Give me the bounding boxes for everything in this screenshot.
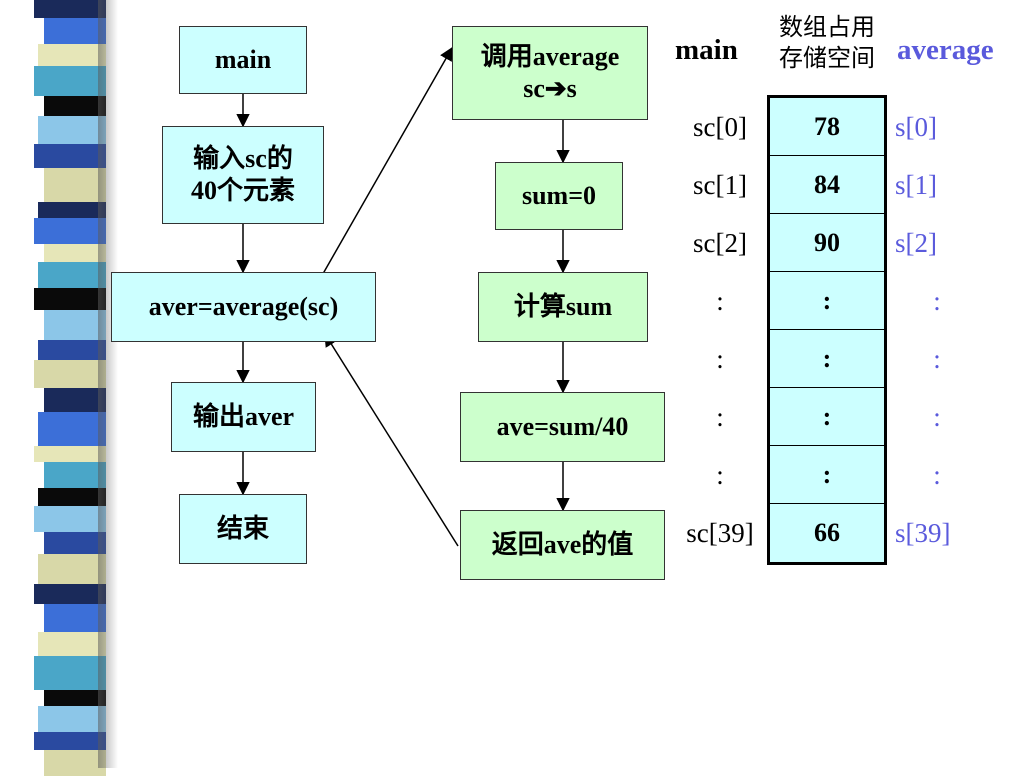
- decorative-stripe: [44, 18, 106, 44]
- decorative-stripe-border: [0, 0, 118, 776]
- decorative-stripe: [38, 44, 106, 66]
- decorative-stripe: [34, 0, 106, 18]
- memory-main-header: main: [675, 34, 738, 66]
- end-box: 结束: [179, 494, 307, 564]
- memory-row-label-main: sc[2]: [693, 227, 747, 258]
- compute-sum-box: 计算sum: [478, 272, 648, 342]
- memory-row-label-average: :: [933, 343, 941, 374]
- memory-row-label-average: s[39]: [895, 517, 951, 548]
- memory-row-label-main: :: [716, 343, 724, 374]
- memory-row-label-average: s[1]: [895, 169, 937, 200]
- decorative-stripe: [44, 750, 106, 776]
- memory-cell-value: :: [770, 446, 884, 504]
- decorative-stripe: [44, 388, 106, 412]
- decorative-stripe: [34, 360, 106, 388]
- decorative-stripe: [34, 732, 106, 750]
- call-average-box: aver=average(sc): [111, 272, 376, 342]
- memory-row-label-main: sc[39]: [686, 517, 754, 548]
- decorative-stripe: [38, 340, 106, 360]
- output-aver-box: 输出aver: [171, 382, 316, 452]
- memory-row-label-average: s[0]: [895, 111, 937, 142]
- decorative-stripe: [34, 288, 106, 310]
- memory-cell-value: 90: [770, 214, 884, 272]
- main-start-box: main: [179, 26, 307, 94]
- decorative-stripe: [38, 262, 106, 288]
- decorative-stripe: [38, 554, 106, 584]
- decorative-stripe: [34, 446, 106, 462]
- decorative-stripe: [44, 168, 106, 202]
- memory-cell-value: 84: [770, 156, 884, 214]
- memory-row-label-average: s[2]: [895, 227, 937, 258]
- arrow-call-to-invoke: [315, 46, 453, 287]
- decorative-stripe: [38, 632, 106, 656]
- decorative-stripe: [38, 706, 106, 732]
- memory-row-label-average: :: [933, 401, 941, 432]
- memory-row-label-average: :: [933, 459, 941, 490]
- memory-cell-value: :: [770, 330, 884, 388]
- decorative-stripe: [38, 202, 106, 218]
- decorative-stripe: [38, 116, 106, 144]
- memory-row-label-main: :: [716, 459, 724, 490]
- decorative-stripe: [44, 690, 106, 706]
- return-value-box: 返回ave的值: [460, 510, 665, 580]
- arrow-return-to-call: [324, 332, 459, 547]
- decorative-stripe: [34, 66, 106, 96]
- memory-row-label-average: :: [933, 285, 941, 316]
- input-elements-box: 输入sc的 40个元素: [162, 126, 324, 224]
- memory-cell-value: :: [770, 272, 884, 330]
- decorative-stripe: [44, 244, 106, 262]
- decorative-shadow: [98, 0, 118, 768]
- decorative-stripe: [38, 412, 106, 446]
- invoke-average-box: 调用average sc➔s: [452, 26, 648, 120]
- memory-row-label-main: sc[1]: [693, 169, 747, 200]
- memory-row-label-main: sc[0]: [693, 111, 747, 142]
- memory-cell-value: 78: [770, 98, 884, 156]
- memory-average-header: average: [897, 34, 994, 66]
- memory-row-label-main: :: [716, 285, 724, 316]
- sum-init-box: sum=0: [495, 162, 623, 230]
- decorative-stripe: [34, 506, 106, 532]
- decorative-stripe: [44, 310, 106, 340]
- memory-storage-header: 数组占用 存储空间: [779, 13, 875, 73]
- decorative-stripe: [38, 488, 106, 506]
- memory-cell-value: 66: [770, 504, 884, 562]
- decorative-stripe: [44, 96, 106, 116]
- decorative-stripe: [34, 218, 106, 244]
- decorative-stripe: [44, 462, 106, 488]
- decorative-stripe: [34, 656, 106, 690]
- decorative-stripe: [44, 604, 106, 632]
- decorative-stripe: [44, 532, 106, 554]
- divide-box: ave=sum/40: [460, 392, 665, 462]
- decorative-stripe: [34, 584, 106, 604]
- memory-cell-value: :: [770, 388, 884, 446]
- memory-row-label-main: :: [716, 401, 724, 432]
- decorative-stripe: [34, 144, 106, 168]
